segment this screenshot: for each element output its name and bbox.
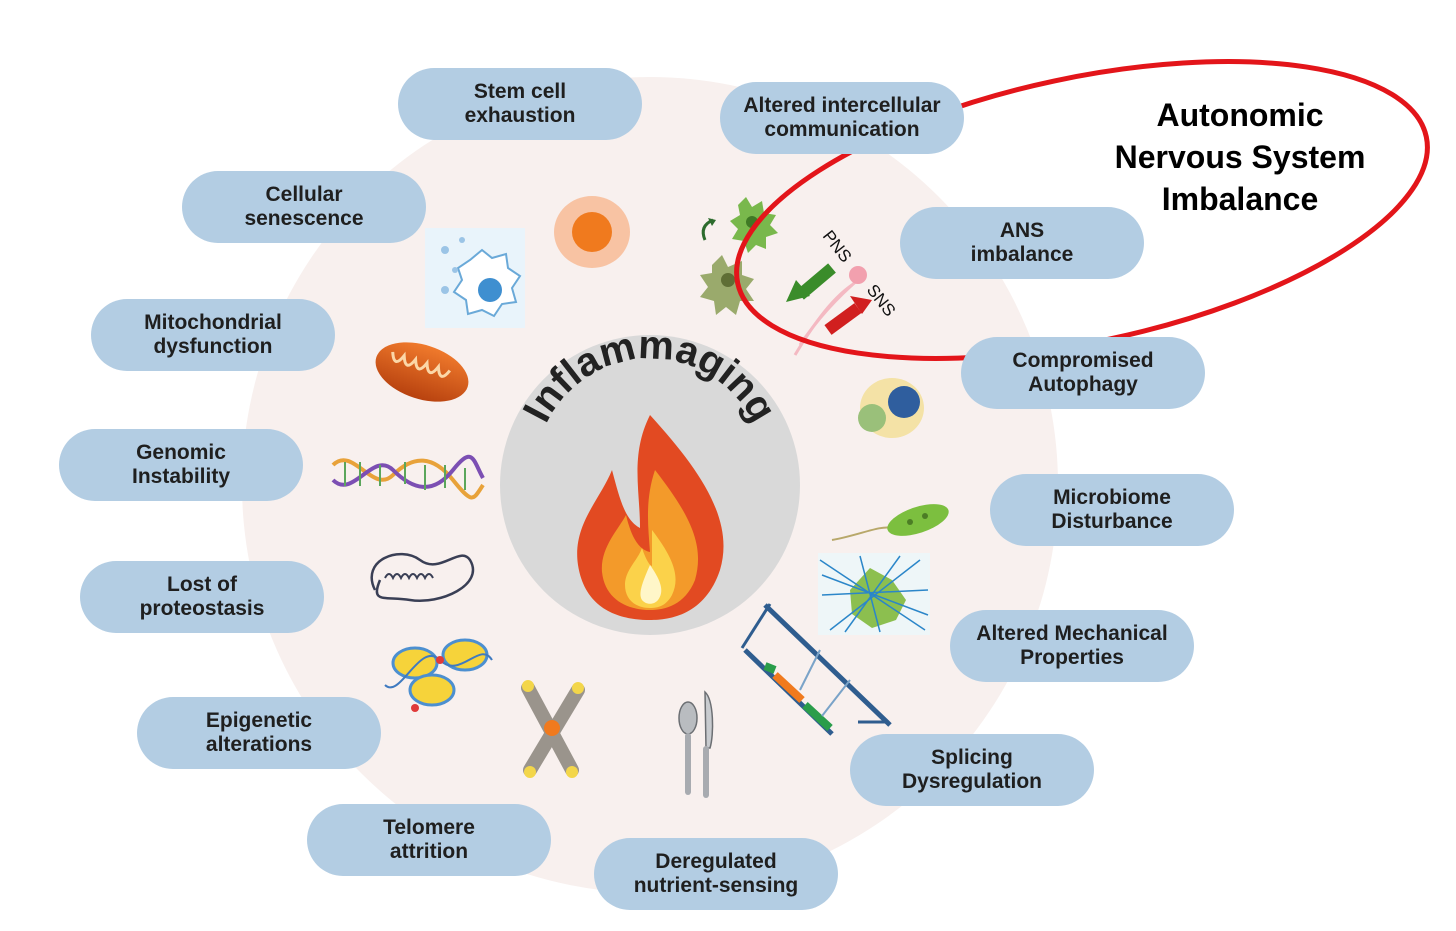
pill-splicing-dysregulation: Splicing Dysregulation <box>850 734 1094 806</box>
nucleosome-icon <box>384 638 493 712</box>
orange-stem-cell-icon <box>554 196 630 268</box>
pill-lost-of-proteostasis: Lost of proteostasis <box>80 561 324 633</box>
spliced-rna-icon <box>740 603 892 736</box>
pill-cellular-senescence: Cellular senescence <box>182 171 426 243</box>
pill-deregulated-nutrient-sensing: Deregulated nutrient-sensing <box>594 838 838 910</box>
communicating-cells-icon <box>700 197 778 315</box>
pill-genomic-instability: Genomic Instability <box>59 429 303 501</box>
senescent-cell-icon <box>425 228 525 328</box>
pill-altered-intercellular-communication: Altered intercellular communication <box>720 82 964 154</box>
cytoskeleton-cell-icon <box>818 553 930 635</box>
tangled-protein-icon <box>370 552 474 603</box>
flame-icon <box>577 415 724 620</box>
pill-mitochondrial-dysfunction: Mitochondrial dysfunction <box>91 299 335 371</box>
ans-callout-title: Autonomic Nervous System Imbalance <box>1114 97 1366 217</box>
pill-stem-cell-exhaustion: Stem cell exhaustion <box>398 68 642 140</box>
chromosome-icon <box>521 680 585 778</box>
pill-telomere-attrition: Telomere attrition <box>307 804 551 876</box>
bacterium-icon <box>831 504 949 541</box>
pill-epigenetic-alterations: Epigenetic alterations <box>137 697 381 769</box>
pill-altered-mechanical-properties: Altered Mechanical Properties <box>950 610 1194 682</box>
dna-helix-icon <box>331 454 485 500</box>
cutlery-icon <box>678 690 714 798</box>
mitochondrion-icon <box>375 342 469 402</box>
pill-compromised-autophagy: Compromised Autophagy <box>961 337 1205 409</box>
autophagosome-icon <box>858 378 924 438</box>
pns-sns-neuron-icon: PNS SNS <box>786 227 899 356</box>
pill-ans-imbalance: ANS imbalance <box>900 207 1144 279</box>
pill-microbiome-disturbance: Microbiome Disturbance <box>990 474 1234 546</box>
